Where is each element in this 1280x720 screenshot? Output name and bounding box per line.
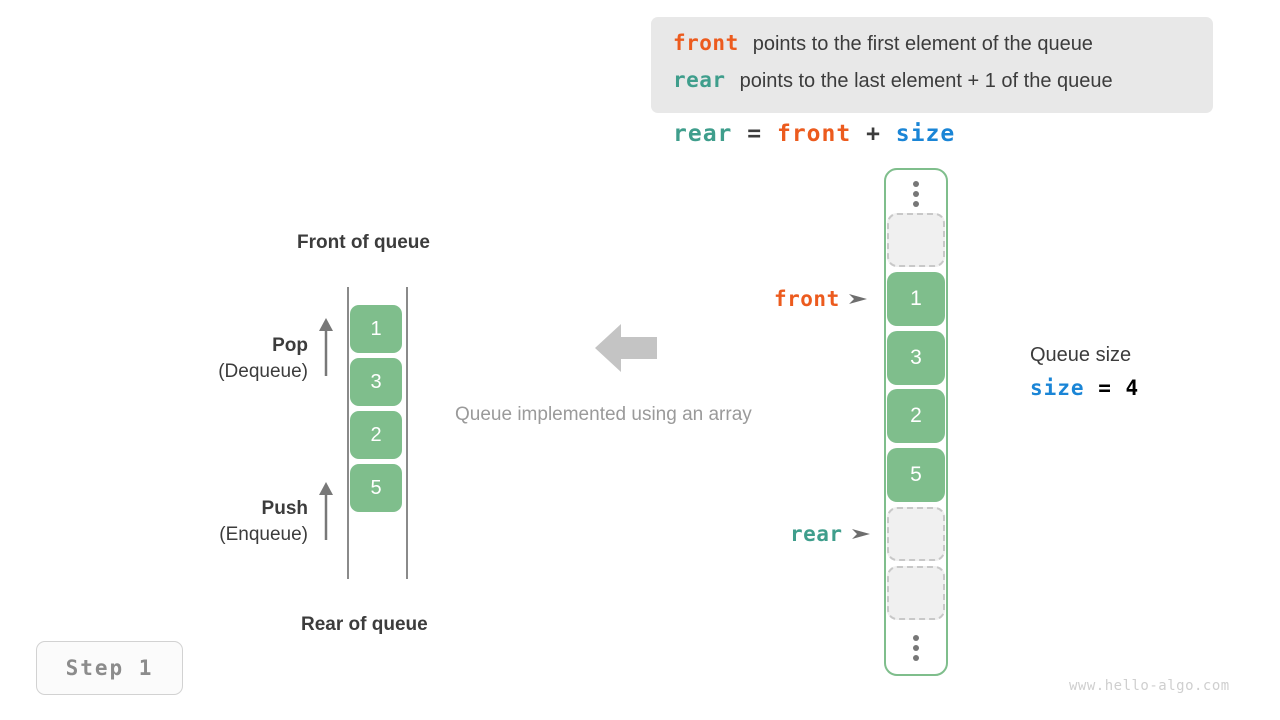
queue-rail-right [406, 287, 408, 579]
array-ellipsis-bottom [910, 635, 922, 661]
legend-keyword-front: front [673, 31, 739, 55]
front-pointer-label: front [774, 287, 840, 311]
size-keyword: size [1030, 376, 1085, 400]
array-container [884, 168, 948, 676]
queue-rail-left [347, 287, 349, 579]
legend-text-front: points to the first element of the queue [752, 33, 1093, 55]
formula-term-front: front [776, 121, 852, 147]
front-of-queue-label: Front of queue [297, 232, 430, 253]
formula-term-rear: rear [673, 121, 733, 147]
center-caption: Queue implemented using an array [455, 404, 752, 425]
rear-pointer-label: rear [790, 522, 843, 546]
array-cell-empty [887, 213, 945, 267]
queue-cell: 3 [350, 358, 402, 406]
pointer-arrow-right-icon [851, 529, 870, 539]
array-cell-filled: 1 [887, 272, 945, 326]
queue-size-title: Queue size [1030, 344, 1132, 366]
rear-of-queue-label: Rear of queue [301, 614, 428, 635]
legend-line-front: front points to the first element of the… [673, 31, 1191, 68]
dot [913, 181, 919, 187]
dot [913, 635, 919, 641]
pop-title: Pop [272, 335, 308, 356]
pop-arrow-up-icon [319, 318, 333, 376]
dot [913, 191, 919, 197]
push-arrow-up-icon [319, 482, 333, 540]
legend-line-rear: rear points to the last element + 1 of t… [673, 68, 1191, 105]
pop-subtitle: (Dequeue) [218, 361, 308, 382]
size-equals: = [1098, 376, 1112, 400]
size-value: 4 [1125, 376, 1140, 400]
push-title: Push [261, 498, 308, 519]
legend-text-rear: points to the last element + 1 of the qu… [739, 70, 1113, 92]
formula-plus: + [866, 121, 881, 147]
dot [913, 655, 919, 661]
rear-pointer: rear [790, 522, 870, 546]
formula-equals: = [747, 121, 763, 147]
formula-rear-equals-front-plus-size: rear = front + size [673, 121, 955, 147]
queue-cell: 5 [350, 464, 402, 512]
queue-cell: 2 [350, 411, 402, 459]
push-operation-label: Push (Enqueue) [180, 498, 308, 546]
watermark: www.hello-algo.com [1069, 678, 1230, 694]
legend-keyword-rear: rear [673, 68, 726, 92]
dot [913, 645, 919, 651]
array-cell-empty [887, 507, 945, 561]
pop-operation-label: Pop (Dequeue) [180, 335, 308, 383]
formula-term-size: size [895, 121, 956, 147]
legend-box: front points to the first element of the… [651, 17, 1213, 113]
step-badge: Step 1 [36, 641, 183, 695]
arrow-left-icon [595, 324, 657, 372]
array-cell-filled: 3 [887, 331, 945, 385]
push-subtitle: (Enqueue) [219, 524, 308, 545]
array-ellipsis-top [910, 181, 922, 207]
queue-cell: 1 [350, 305, 402, 353]
front-pointer: front [774, 287, 867, 311]
dot [913, 201, 919, 207]
array-cell-filled: 2 [887, 389, 945, 443]
queue-size-expression: size = 4 [1030, 376, 1139, 400]
array-cell-empty [887, 566, 945, 620]
array-cell-filled: 5 [887, 448, 945, 502]
pointer-arrow-right-icon [848, 294, 867, 304]
queue-size-block: Queue size size = 4 [1030, 344, 1139, 400]
